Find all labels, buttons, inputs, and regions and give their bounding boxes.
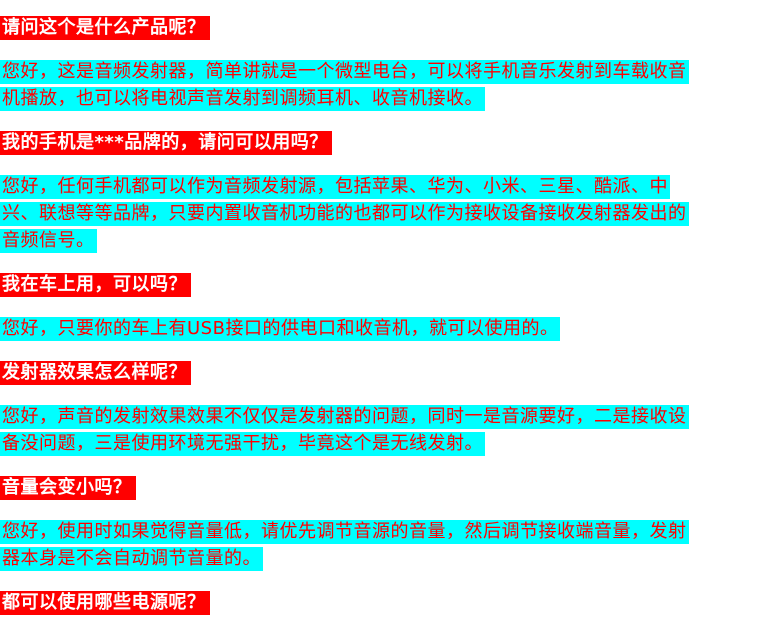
faq-answer-line: 您好，使用时如果觉得音量低，请优先调节音源的音量，然后调节接收端音量，发射 bbox=[0, 520, 689, 544]
faq-answer-line: 您好，声音的发射效果效果不仅仅是发射器的问题，同时一是音源要好，二是接收设 bbox=[0, 405, 689, 429]
faq-answer-line: 机播放，也可以将电视声音发射到调频耳机、收音机接收。 bbox=[0, 87, 485, 111]
faq-answer-line: 您好，这是音频发射器，简单讲就是一个微型电台，可以将手机音乐发射到车载收音 bbox=[0, 60, 689, 84]
faq-question: 请问这个是什么产品呢？ bbox=[0, 16, 210, 40]
faq-question: 音量会变小吗？ bbox=[0, 476, 136, 500]
faq-answer-line: 兴、联想等等品牌，只要内置收音机功能的也都可以作为接收设备接收发射器发出的 bbox=[0, 202, 689, 226]
faq-question: 都可以使用哪些电源呢？ bbox=[0, 591, 210, 615]
faq-answer-line: 您好，只要你的车上有USB接口的供电口和收音机，就可以使用的。 bbox=[0, 317, 561, 341]
faq-answer-line: 器本身是不会自动调节音量的。 bbox=[0, 547, 263, 571]
faq-answer-line: 备没问题，三是使用环境无强干扰，毕竟这个是无线发射。 bbox=[0, 432, 485, 456]
faq-question: 我的手机是***品牌的，请问可以用吗？ bbox=[0, 131, 332, 155]
faq-answer-line: 您好，任何手机都可以作为音频发射源，包括苹果、华为、小米、三星、酷派、中 bbox=[0, 175, 670, 199]
faq-question: 发射器效果怎么样呢？ bbox=[0, 361, 191, 385]
faq-answer-line: 音频信号。 bbox=[0, 229, 97, 253]
faq-question: 我在车上用，可以吗？ bbox=[0, 273, 191, 297]
